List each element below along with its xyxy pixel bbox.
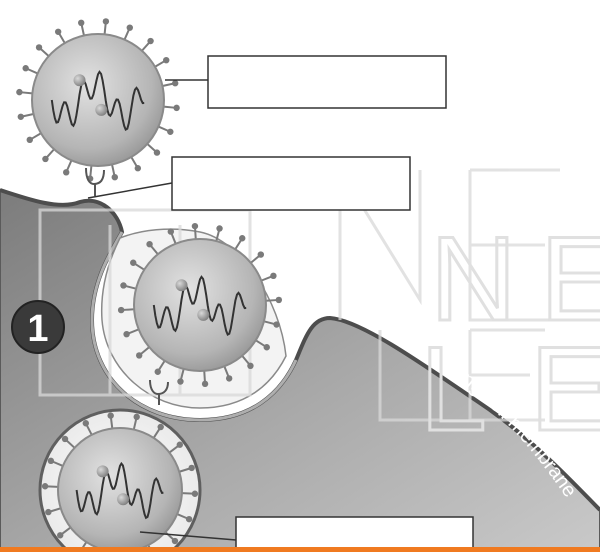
label-box-virus[interactable] (208, 56, 446, 108)
viral-protein-dot (95, 104, 107, 116)
viral-protein-dot (197, 309, 209, 321)
label-box-receptor[interactable] (172, 157, 410, 210)
step-number: 1 (27, 308, 48, 350)
viral-protein-dot (117, 493, 129, 505)
label-box-vesicle[interactable] (236, 517, 473, 551)
accent-bar (0, 547, 600, 552)
viral-protein-dot (74, 74, 86, 86)
step-badge: 1 (12, 301, 64, 353)
viral-protein-dot (97, 465, 109, 477)
viral-protein-dot (176, 279, 188, 291)
